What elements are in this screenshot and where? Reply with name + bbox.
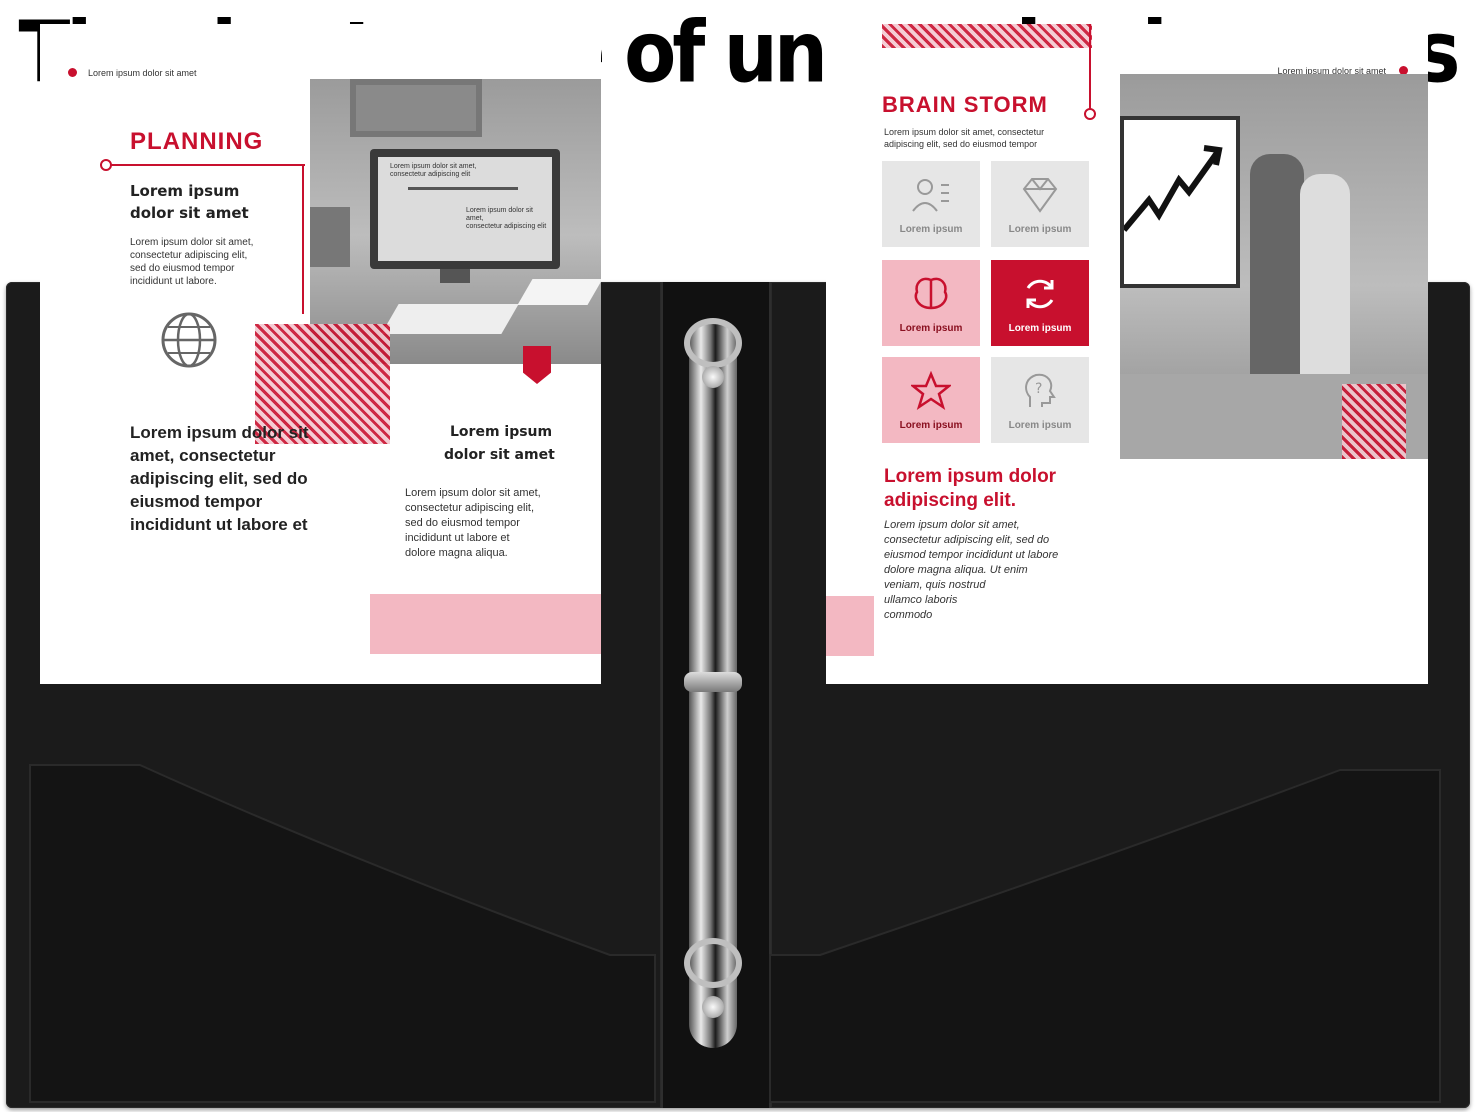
planning-body: Lorem ipsum dolor sit amet, consectetur … [130,237,254,287]
refresh-icon [1026,279,1054,309]
tile-people: Lorem ipsum [882,161,980,247]
ring-middle [684,672,742,692]
pencil-cup [310,207,350,267]
header-dot [68,68,77,77]
brainstorm-intro: Lorem ipsum dolor sit amet, consectetur … [884,127,1045,149]
planning-title: PLANNING [130,128,264,155]
ring-bottom [684,938,742,988]
tile-refresh: Lorem ipsum [991,260,1089,346]
tile-label: Lorem ipsum [899,323,963,334]
tile-label: Lorem ipsum [1008,224,1072,235]
right-header-text: Lorem ipsum dolor sit amet [1277,66,1386,76]
tile-label: Lorem ipsum [899,420,963,431]
tile-label: Lorem ipsum [1008,323,1072,334]
globe-icon [161,312,217,368]
tile-diamond: Lorem ipsum [991,161,1089,247]
tile-label: Lorem ipsum [1008,420,1072,431]
presenter-man [1250,154,1304,394]
planning-subtitle-2: dolor sit amet [130,204,249,222]
left-page: Lorem ipsum dolor sit amet PLANNING Lore… [40,24,601,684]
question-head-icon: ? [1025,373,1056,407]
right-body: Lorem ipsum dolor sit amet, consectetur … [884,519,1059,621]
big-text: Lorem ipsum dolor sit amet, consectetur … [130,423,309,534]
ring-top [684,318,742,368]
brain-icon [914,277,948,310]
monitor-text-2: Lorem ipsum dolor sit amet, consectetur … [466,207,547,230]
planning-subtitle-1: Lorem ipsum [130,182,240,200]
monitor-text-1: Lorem ipsum dolor sit amet, consectetur … [390,163,477,178]
star-icon [911,371,951,410]
rivet-top [702,366,724,388]
people-list-icon [912,179,949,212]
title-rule [110,164,305,166]
photo-hatch [1342,384,1406,459]
side-body: Lorem ipsum dolor sit amet, consectetur … [405,487,541,559]
top-hatch [882,24,1092,48]
diamond-icon [1022,178,1058,213]
tile-question: ? Lorem ipsum [991,357,1089,443]
monitor: Lorem ipsum dolor sit amet, consectetur … [370,149,560,269]
left-header-text: Lorem ipsum dolor sit amet [88,68,197,78]
upward-chart-icon [1121,145,1223,232]
svg-text:?: ? [1035,381,1042,397]
tile-brain: Lorem ipsum [882,260,980,346]
rule-node [100,159,112,171]
tile-star: Lorem ipsum [882,357,980,443]
tile-label: Lorem ipsum [899,224,963,235]
whiteboard [1120,116,1240,288]
brainstorm-title: BRAIN STORM [882,92,1048,117]
desk-illustration: Lorem ipsum dolor sit amet, consectetur … [310,79,601,364]
red-heading: Lorem ipsum dolor adipiscing elit. [884,466,1057,511]
side-title-2: dolor sit amet [444,447,555,463]
right-page: Lorem ipsum dolor sit amet BRAIN STORM L… [826,24,1428,684]
header-dot [1399,66,1408,75]
presenter-woman [1300,174,1350,404]
rivet-bottom [702,996,724,1018]
pink-band [370,594,601,654]
side-title-1: Lorem ipsum [450,424,553,440]
hatch-block [255,324,390,444]
